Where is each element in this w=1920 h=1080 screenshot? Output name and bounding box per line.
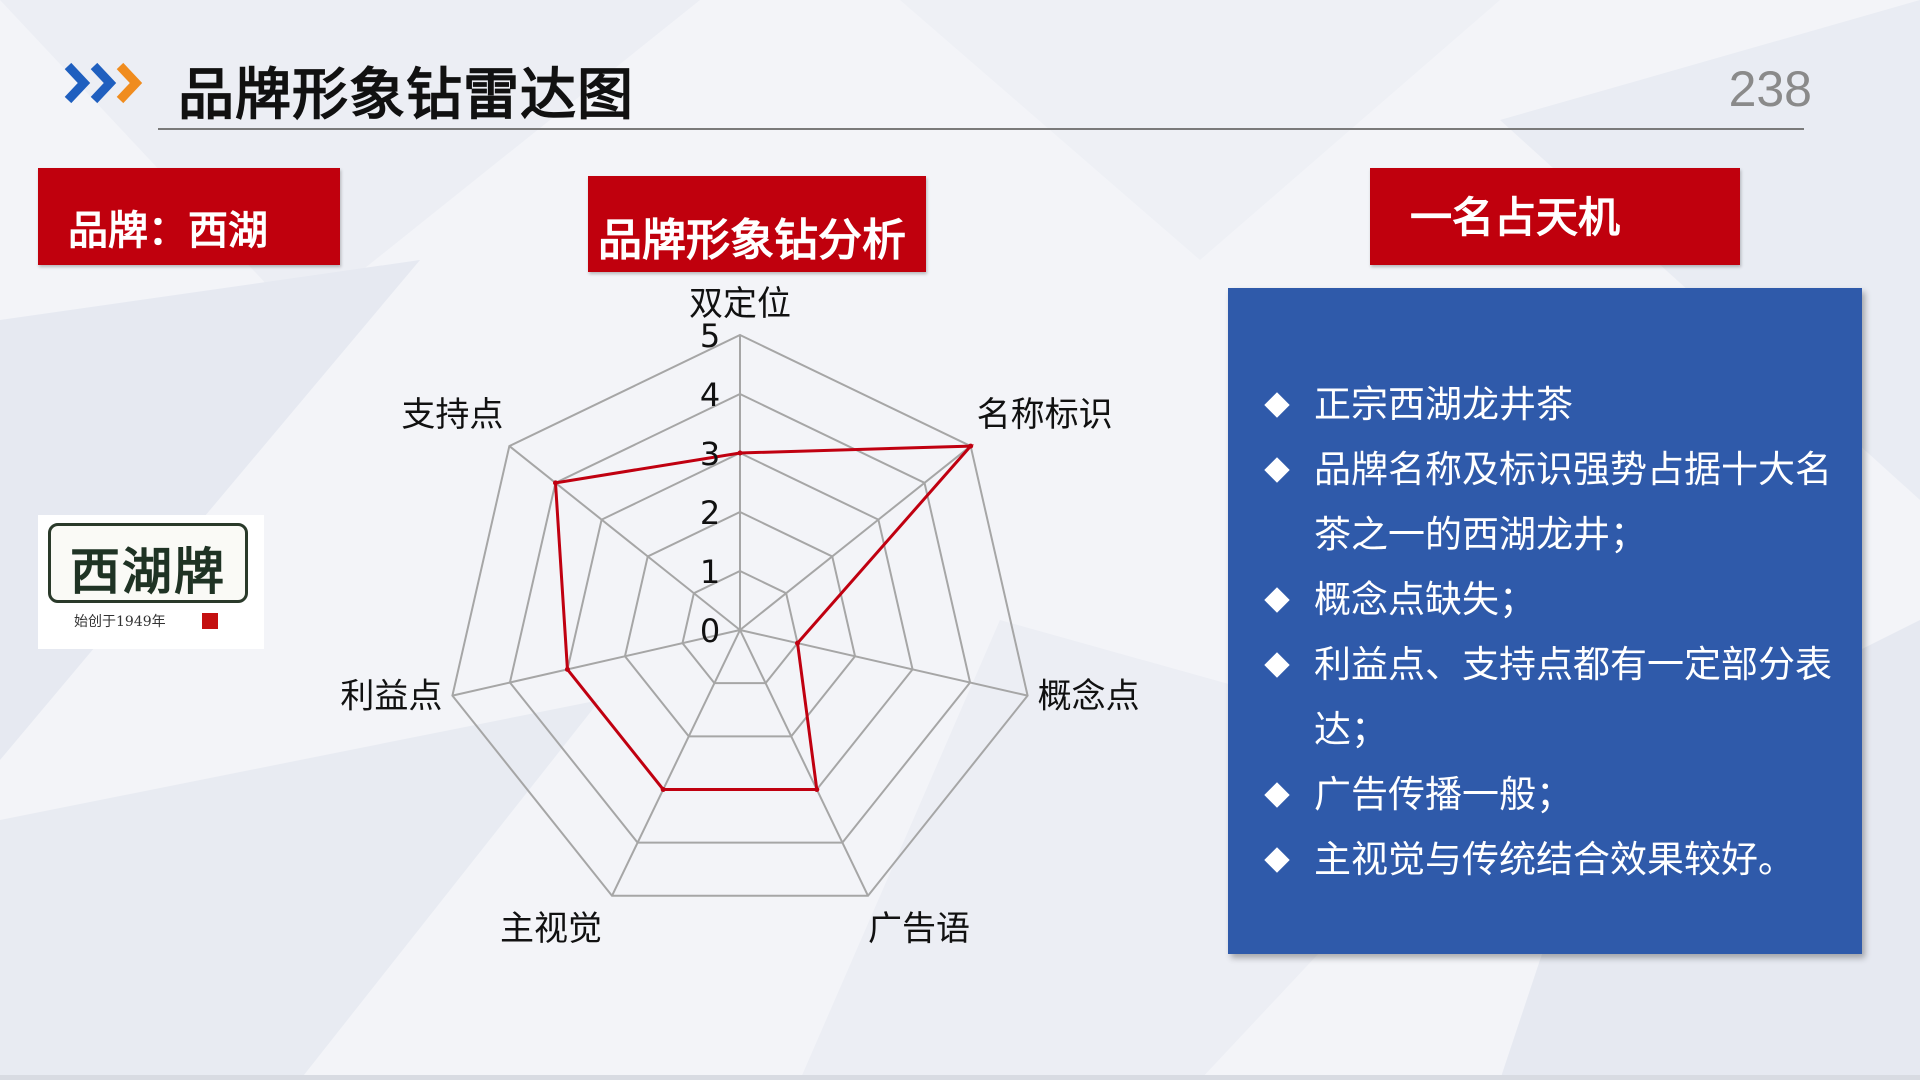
slogan-label: 一名占天机	[1370, 168, 1740, 265]
radar-category-label: 广告语	[868, 909, 970, 949]
radar-point	[660, 786, 666, 792]
radar-category-label: 概念点	[1038, 677, 1140, 717]
diamond-bullet-icon	[1264, 652, 1290, 678]
radar-spoke	[739, 629, 869, 897]
radar-tick-label: 2	[700, 494, 720, 532]
radar-tick-label: 1	[700, 553, 720, 591]
info-item-text: 概念点缺失；	[1314, 578, 1536, 621]
chevron-right-icon	[64, 62, 143, 104]
radar-point	[968, 443, 974, 449]
radar-spoke	[508, 445, 741, 631]
logo-frame: 西湖牌	[48, 523, 248, 603]
logo-text: 西湖牌	[70, 542, 226, 601]
info-item: 利益点、支持点都有一定部分表达；	[1264, 632, 1844, 762]
info-list: 正宗西湖龙井茶品牌名称及标识强势占据十大名茶之一的西湖龙井； 概念点缺失； 利益点、…	[1264, 372, 1844, 892]
info-item-text: 品牌名称及标识强势占据十大名茶之一的西湖龙井；	[1314, 448, 1832, 556]
info-item: 主视觉与传统结合效果较好。	[1264, 827, 1844, 892]
radar-category-label: 名称标识	[977, 395, 1113, 435]
logo-since: 始创于1949年	[74, 614, 166, 630]
radar-point	[564, 666, 570, 672]
info-item: 品牌名称及标识强势占据十大名茶之一的西湖龙井；	[1264, 437, 1844, 567]
page-number: 238	[1728, 61, 1812, 117]
radar-grid-ring	[623, 510, 857, 738]
info-panel: 正宗西湖龙井茶品牌名称及标识强势占据十大名茶之一的西湖龙井； 概念点缺失； 利益点、…	[1228, 288, 1862, 954]
radar-grid-ring	[451, 333, 1029, 897]
radar-tick-label: 4	[700, 376, 720, 414]
radar-tick-label: 0	[700, 612, 720, 650]
seal-icon	[202, 613, 218, 629]
info-item: 概念点缺失；	[1264, 567, 1844, 632]
info-item: 正宗西湖龙井茶	[1264, 372, 1844, 437]
radar-spoke	[611, 629, 741, 897]
radar-point	[795, 640, 801, 646]
radar-category-label: 利益点	[340, 677, 442, 717]
radar-category-label: 双定位	[689, 284, 791, 324]
info-item-text: 利益点、支持点都有一定部分表达；	[1314, 643, 1832, 751]
chart-title-label: 品牌形象钻分析	[588, 176, 926, 272]
radar-point	[552, 480, 558, 486]
radar-point	[737, 450, 743, 456]
diamond-bullet-icon	[1264, 587, 1290, 613]
diamond-bullet-icon	[1264, 782, 1290, 808]
radar-tick-label: 3	[700, 435, 720, 473]
radar-tick-label: 5	[700, 317, 720, 355]
brand-label: 品牌：西湖	[38, 168, 340, 265]
title-divider	[158, 128, 1804, 130]
radar-spoke	[739, 445, 972, 631]
radar-category-label: 主视觉	[500, 909, 602, 949]
diamond-bullet-icon	[1264, 457, 1290, 483]
info-item: 广告传播一般；	[1264, 762, 1844, 827]
info-item-text: 广告传播一般；	[1314, 773, 1573, 816]
info-item-text: 主视觉与传统结合效果较好。	[1314, 838, 1795, 881]
info-item-text: 正宗西湖龙井茶	[1314, 383, 1573, 426]
page-title: 品牌形象钻雷达图	[178, 63, 634, 128]
radar-spoke	[739, 629, 1028, 697]
radar-category-label: 支持点	[401, 395, 503, 435]
radar-series-line	[553, 444, 975, 791]
radar-point	[814, 786, 820, 792]
diamond-bullet-icon	[1264, 392, 1290, 418]
radar-spoke	[452, 629, 741, 697]
radar-grid-ring	[681, 569, 799, 685]
radar-grid-ring	[508, 392, 972, 844]
brand-logo: 西湖牌 始创于1949年	[38, 515, 264, 649]
diamond-bullet-icon	[1264, 847, 1290, 873]
